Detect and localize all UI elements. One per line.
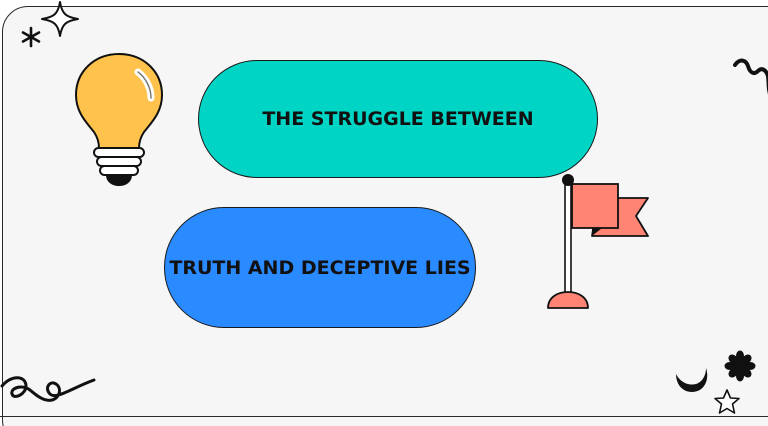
title-line-2: TRUTH AND DECEPTIVE LIES bbox=[169, 256, 471, 279]
flag-icon bbox=[547, 174, 649, 309]
squiggle-icon bbox=[733, 58, 768, 95]
title-pill-top: THE STRUGGLE BETWEEN bbox=[198, 60, 598, 178]
light-bulb-icon bbox=[74, 52, 164, 186]
asterisk-icon bbox=[21, 26, 41, 48]
title-pill-bottom: TRUTH AND DECEPTIVE LIES bbox=[164, 207, 476, 328]
sparkle-star-icon bbox=[41, 1, 79, 37]
loop-squiggle-icon bbox=[0, 376, 96, 402]
bottom-divider bbox=[0, 416, 768, 417]
outline-star-icon bbox=[714, 389, 740, 414]
title-line-1: THE STRUGGLE BETWEEN bbox=[262, 108, 534, 130]
crescent-icon bbox=[676, 368, 708, 392]
flower-icon bbox=[724, 350, 756, 382]
